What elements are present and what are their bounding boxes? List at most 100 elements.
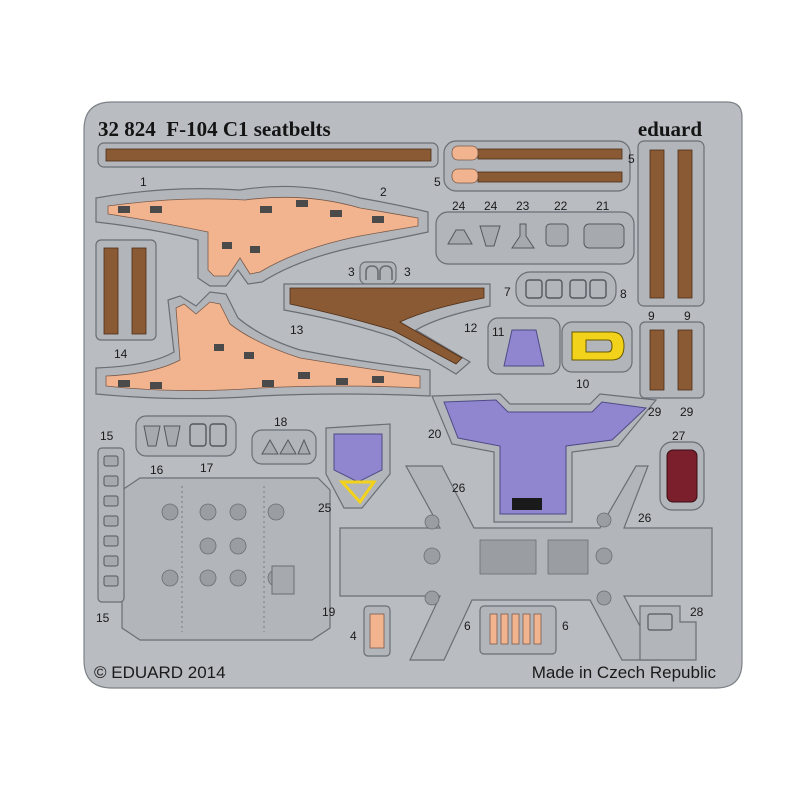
part-20-placard <box>512 498 542 510</box>
part-number-26b: 26 <box>638 511 652 525</box>
brand-logo-text: eduard <box>638 117 703 141</box>
part-number-15a: 15 <box>100 429 114 443</box>
part-number-26a: 26 <box>452 481 466 495</box>
part-number-9a: 9 <box>648 309 655 323</box>
part-number-9b: 9 <box>684 309 691 323</box>
part-number-21: 21 <box>596 199 610 213</box>
part-26-hole-c <box>424 590 440 606</box>
copyright-text: © EDUARD 2014 <box>94 663 226 682</box>
part-number-28: 28 <box>690 605 704 619</box>
part-5-buckle-top <box>451 145 479 161</box>
part-number-12: 12 <box>464 321 478 335</box>
part-2-buckle-h <box>250 246 260 253</box>
part-number-15b: 15 <box>96 611 110 625</box>
part-number-7: 7 <box>504 285 511 299</box>
parts-7-8-frame <box>515 271 617 307</box>
part-20-cushion <box>443 399 648 515</box>
part-number-5a: 5 <box>628 152 635 166</box>
part-number-13: 13 <box>290 323 304 337</box>
part-9-strap-right <box>677 149 693 299</box>
part-18-fittings <box>261 438 311 455</box>
part-9-frame <box>637 140 705 307</box>
part-11-pad <box>503 329 545 367</box>
part-26-hole-a <box>424 514 440 530</box>
part-15-clips <box>103 455 119 587</box>
part-13-buckle-b <box>150 382 162 389</box>
part-13-buckle-g <box>214 344 224 351</box>
part-8-buckle-a <box>569 279 587 299</box>
part-number-3a: 3 <box>348 265 355 279</box>
part-5-strap-bottom <box>477 171 623 183</box>
part-13-buckle-f <box>372 376 384 383</box>
part-number-24b: 24 <box>484 199 498 213</box>
fret-title: 32 824 F-104 C1 seatbelts <box>98 117 331 141</box>
part-26-hole-b <box>596 512 612 528</box>
part-9-strap-left <box>649 149 665 299</box>
part-26-hole-d <box>596 590 612 606</box>
part-23-fitting <box>511 223 535 249</box>
part-1-strap <box>105 148 432 162</box>
part-number-14: 14 <box>114 347 128 361</box>
part-6-slats <box>489 613 542 645</box>
part-14-strap-right <box>131 247 147 335</box>
part-number-10: 10 <box>576 377 590 391</box>
part-number-11: 11 <box>492 325 505 339</box>
origin-text: Made in Czech Republic <box>532 663 717 682</box>
part-2-buckle-b <box>150 206 162 213</box>
part-number-18: 18 <box>274 415 288 429</box>
part-number-1: 1 <box>140 175 147 189</box>
part-2-buckle-c <box>260 206 272 213</box>
part-21-fitting <box>583 223 625 249</box>
part-8-buckle-b <box>589 279 607 299</box>
part-16-fittings <box>143 425 181 447</box>
part-number-3b: 3 <box>404 265 411 279</box>
part-26-window-right <box>547 539 589 575</box>
part-26-window-left <box>479 539 537 575</box>
part-2-harness <box>107 196 419 277</box>
part-19-tab <box>271 565 295 595</box>
part-14-strap-left <box>103 247 119 335</box>
part-5-buckle-bottom <box>451 168 479 184</box>
parts-21-24-frame <box>435 211 635 265</box>
part-13-buckle-a <box>118 380 130 387</box>
part-number-19: 19 <box>322 605 336 619</box>
part-13-buckle-d <box>298 372 310 379</box>
part-number-6a: 6 <box>464 619 471 633</box>
part-number-16: 16 <box>150 463 164 477</box>
part-number-22: 22 <box>554 199 568 213</box>
part-19-frame <box>121 477 331 641</box>
part-number-23: 23 <box>516 199 530 213</box>
part-number-29a: 29 <box>648 405 662 419</box>
part-5-strap-top <box>477 148 623 160</box>
part-number-20: 20 <box>428 427 442 441</box>
part-number-29b: 29 <box>680 405 694 419</box>
part-7-buckle-a <box>525 279 543 299</box>
part-number-8: 8 <box>620 287 627 301</box>
part-2-buckle-f <box>372 216 384 223</box>
part-28-detail <box>647 613 673 631</box>
part-24-fitting-a <box>447 229 473 245</box>
part-24-fitting-b <box>479 225 501 247</box>
part-26-hole-f <box>595 547 613 565</box>
part-28-frame <box>639 605 697 661</box>
part-number-25: 25 <box>318 501 332 515</box>
part-10-buckle <box>571 331 625 361</box>
part-29-frame <box>639 321 705 399</box>
part-number-2: 2 <box>380 185 387 199</box>
part-25-buckle <box>338 480 377 505</box>
part-number-24a: 24 <box>452 199 466 213</box>
part-17-buckle-b <box>209 423 227 447</box>
part-number-5b: 5 <box>434 175 441 189</box>
part-13-harness <box>105 301 421 391</box>
part-25-pad <box>333 433 383 483</box>
part-7-buckle-b <box>545 279 563 299</box>
part-26-hole-e <box>423 547 441 565</box>
part-13-buckle-c <box>262 380 274 387</box>
part-2-buckle-a <box>118 206 130 213</box>
part-17-buckle-a <box>189 423 207 447</box>
part-22-fitting <box>545 223 569 247</box>
part-number-17: 17 <box>200 461 214 475</box>
part-2-buckle-d <box>296 200 308 207</box>
part-number-27: 27 <box>672 429 686 443</box>
